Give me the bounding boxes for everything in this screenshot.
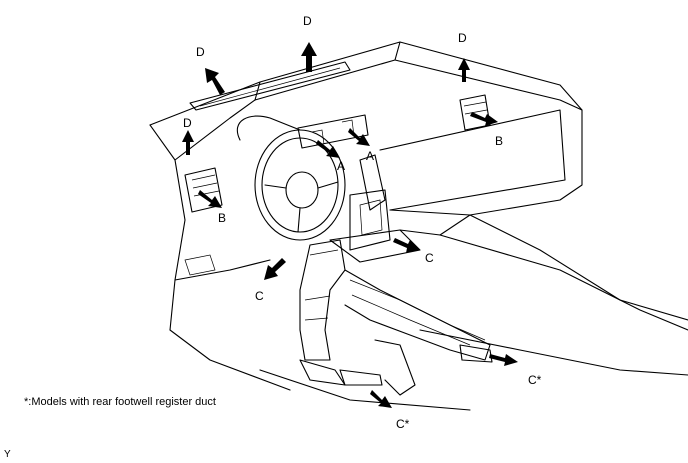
arrow-b-left (198, 190, 222, 208)
arrow-d-left (205, 68, 225, 95)
arrow-a-2 (348, 128, 370, 146)
arrow-c-left (264, 258, 286, 280)
label-a-1: A (337, 159, 345, 173)
arrow-c-right (393, 238, 420, 253)
vent-left (184, 167, 223, 213)
label-d-leftvent: D (183, 116, 192, 130)
label-c-star-bottom: C* (396, 417, 410, 431)
vent-center (297, 114, 369, 149)
figure-code: Y (4, 449, 11, 460)
arrow-d-right (458, 58, 470, 82)
label-c-star-right: C* (528, 373, 542, 387)
label-b-left: B (218, 211, 226, 225)
footwell-duct (299, 239, 493, 396)
arrow-b-right (470, 112, 498, 126)
arrow-c-star-right (489, 354, 518, 366)
arrow-a-1 (316, 140, 340, 158)
arrow-d-center (301, 42, 317, 72)
label-c-right: C (425, 251, 434, 265)
label-d-top: D (303, 14, 312, 28)
label-b-right: B (495, 134, 503, 148)
arrow-d-leftvent (182, 130, 194, 155)
label-d-right: D (458, 31, 467, 45)
dashboard-outline (149, 41, 688, 411)
steering-wheel (236, 115, 346, 241)
vent-right (459, 94, 491, 131)
footnote: *:Models with rear footwell register duc… (24, 396, 216, 408)
label-c-left: C (255, 289, 264, 303)
arrow-c-star-bottom (370, 390, 392, 408)
label-d-left: D (196, 45, 205, 59)
label-a-2: A (366, 149, 374, 163)
